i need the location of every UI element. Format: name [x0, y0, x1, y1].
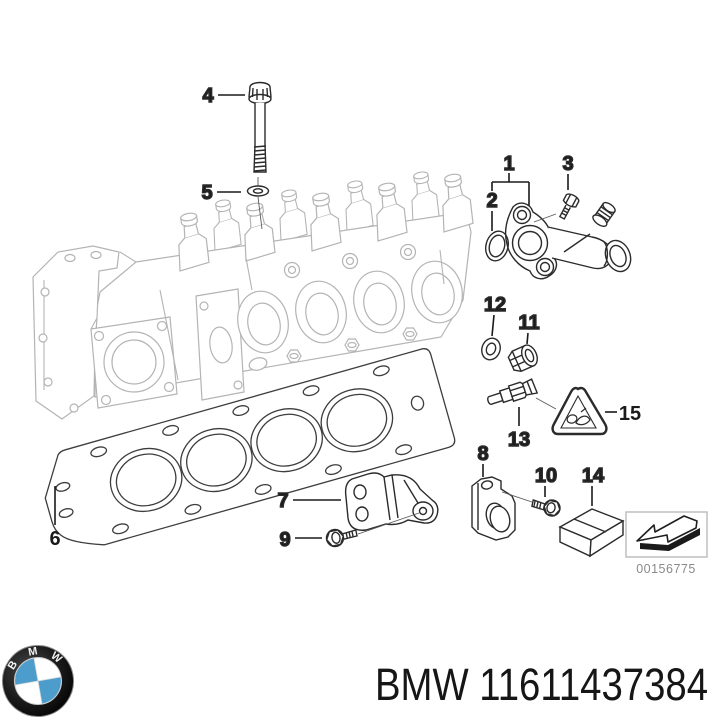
- callout-3: 3: [562, 152, 574, 190]
- bolt-drawing-3: 3: [533, 152, 580, 223]
- head-bolt-drawing: 4: [202, 81, 272, 230]
- callout-label: 2: [486, 190, 497, 212]
- callout-label: 13: [508, 429, 530, 451]
- callout-9: 9: [279, 528, 322, 552]
- hazard-glyph: [566, 407, 591, 426]
- warning-triangle-icon: 15: [551, 386, 641, 436]
- o-ring-drawing: 2: [484, 189, 510, 262]
- callout-label: 7: [277, 490, 288, 512]
- sealing-washer-drawing: 12: [481, 293, 507, 361]
- callout-label: 9: [279, 529, 290, 551]
- callout-10: 10: [534, 464, 558, 497]
- reference-arrow-box: 00156775: [625, 511, 708, 576]
- callout-5: 5: [201, 181, 241, 205]
- leader-line: [491, 314, 495, 337]
- callout-6: 6: [49, 486, 61, 550]
- callout-7: 7: [277, 489, 341, 513]
- callout-2: 2: [486, 189, 498, 231]
- callout-11: 11: [518, 311, 540, 345]
- callout-label: 10: [535, 465, 557, 487]
- screw-plug-drawing: 11: [507, 311, 540, 373]
- logo-letter-m: M: [27, 645, 38, 658]
- bolt-drawing-10: 10: [531, 464, 561, 517]
- mount-bracket-drawing: 7: [277, 472, 439, 531]
- sealing-compound-box-drawing: 14: [558, 464, 625, 558]
- head-gasket-drawing: 6: [44, 348, 456, 550]
- callout-label: 12: [484, 294, 506, 316]
- callout-15: 15: [605, 403, 641, 425]
- callout-label: 4: [202, 85, 214, 107]
- holder-bracket-drawing: 8: [471, 442, 533, 541]
- reference-arrow-icon: [636, 515, 700, 551]
- callout-label: 8: [477, 443, 488, 465]
- callout-13: 13: [507, 407, 531, 452]
- image-number: 00156775: [636, 562, 696, 576]
- part-number-text: BMW 11611437384: [375, 659, 708, 710]
- callout-label: 6: [49, 528, 60, 550]
- callout-label: 15: [619, 403, 641, 425]
- callout-4: 4: [202, 84, 245, 108]
- callout-8: 8: [477, 442, 489, 477]
- callout-label: 3: [562, 153, 573, 175]
- callout-label: 5: [201, 182, 212, 204]
- callout-label: 14: [582, 465, 605, 487]
- bolt-drawing-9: 9: [279, 512, 420, 552]
- callout-1: 1: [491, 152, 530, 206]
- washer-drawing-5: 5: [201, 181, 270, 205]
- callout-label: 1: [503, 153, 514, 175]
- callout-label: 11: [518, 312, 539, 334]
- bmw-roundel-logo: B M W: [2, 645, 74, 717]
- coolant-flange-drawing: 1: [491, 152, 632, 280]
- cylinder-head-drawing: [32, 169, 476, 420]
- callout-12: 12: [483, 293, 507, 337]
- callout-14: 14: [581, 464, 606, 506]
- leader-line: [526, 332, 529, 345]
- temperature-sensor-drawing: 13: [487, 378, 557, 452]
- leader-line: [491, 173, 530, 206]
